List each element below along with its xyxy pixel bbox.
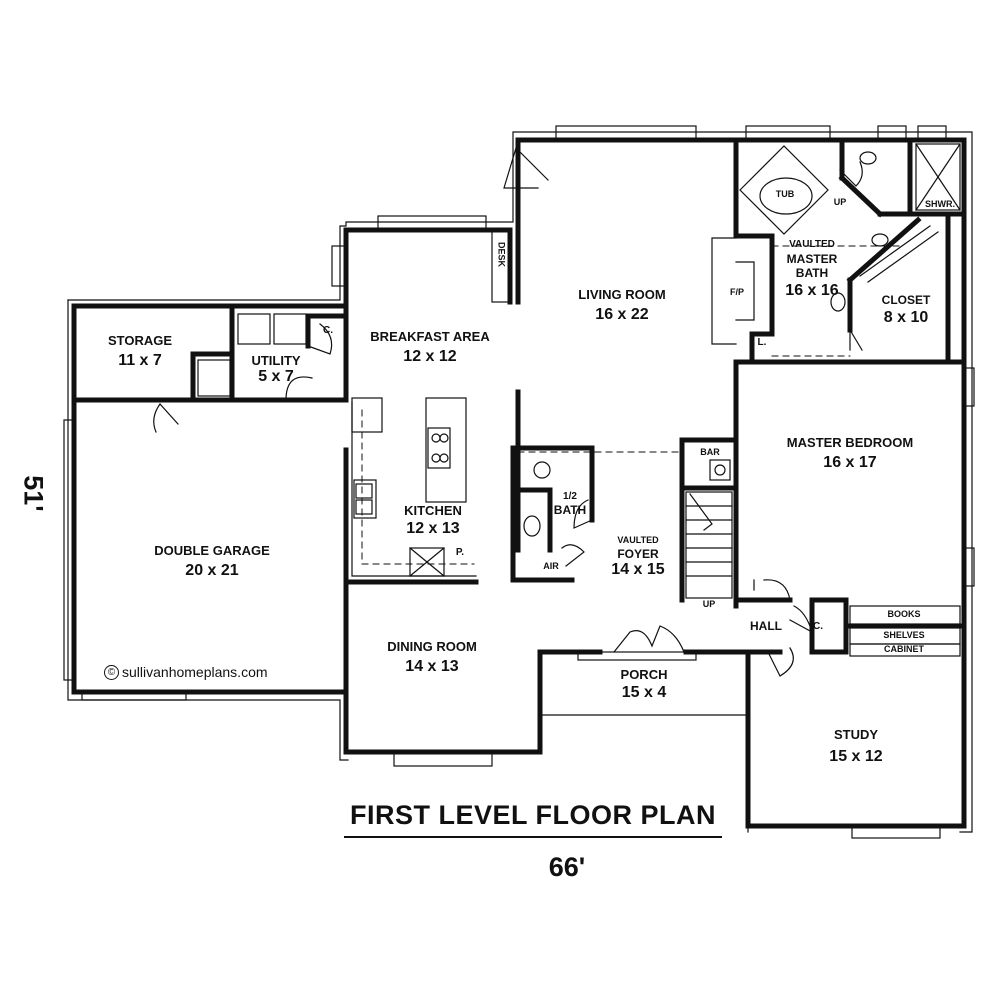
utility-dims: 5 x 7 [258, 368, 294, 385]
foyer-name: FOYER [617, 547, 659, 561]
storage-name: STORAGE [107, 333, 173, 348]
master-bath-label: VAULTED MASTER BATH 16 x 16 [785, 240, 838, 299]
study-name: STUDY [833, 727, 879, 742]
shelves-label: SHELVES [883, 630, 925, 640]
title-underline [344, 836, 722, 838]
hall-closet-label: C. [813, 621, 823, 632]
closet-label: CLOSET 8 x 10 [882, 294, 931, 326]
garage-label: DOUBLE GARAGE 20 x 21 [154, 544, 270, 579]
copyright-notice: © sullivanhomeplans.com [104, 664, 268, 680]
dining-room-dims: 14 x 13 [405, 658, 459, 675]
master-bedroom-dims: 16 x 17 [823, 454, 877, 471]
width-dimension: 66' [548, 852, 586, 882]
master-bath-note: VAULTED [789, 239, 835, 250]
storage-label: STORAGE 11 x 7 [108, 334, 172, 369]
porch-dims: 15 x 4 [621, 684, 667, 701]
closet-dims: 8 x 10 [883, 309, 929, 326]
kitchen-dims: 12 x 13 [406, 520, 460, 537]
desk-label: DESK [496, 241, 507, 268]
fireplace-label: F/P [729, 287, 745, 297]
master-bedroom-label: MASTER BEDROOM 16 x 17 [787, 436, 913, 471]
half-bath-label: 1/2 BATH [553, 491, 587, 517]
porch-label: PORCH 15 x 4 [621, 668, 668, 701]
porch-name: PORCH [620, 667, 668, 682]
books-label: BOOKS [887, 609, 921, 619]
bath-up-label: UP [833, 197, 847, 207]
depth-dimension: 51' [18, 475, 49, 512]
utility-name: UTILITY [251, 353, 301, 368]
hall-label: HALL [750, 619, 782, 633]
living-room-label: LIVING ROOM 16 x 22 [578, 288, 665, 323]
garage-name: DOUBLE GARAGE [154, 543, 270, 558]
foyer-note: VAULTED [617, 535, 659, 545]
utility-label: UTILITY 5 x 7 [251, 354, 300, 385]
fixtures [197, 143, 961, 657]
kitchen-label: KITCHEN 12 x 13 [404, 504, 462, 537]
air-label: AIR [543, 561, 559, 571]
master-bath-dims: 16 x 16 [785, 282, 839, 299]
master-bedroom-name: MASTER BEDROOM [786, 435, 914, 450]
foyer-label: VAULTED FOYER 14 x 15 [611, 536, 664, 578]
stairs-up-label: UP [702, 599, 716, 609]
dining-room-name: DINING ROOM [387, 639, 477, 654]
copyright-text: sullivanhomeplans.com [122, 664, 268, 680]
study-label: STUDY 15 x 12 [829, 728, 882, 765]
garage-dims: 20 x 21 [185, 562, 239, 579]
interior-walls [71, 137, 967, 695]
dining-room-label: DINING ROOM 14 x 13 [387, 640, 477, 675]
breakfast-label: BREAKFAST AREA 12 x 12 [370, 330, 489, 365]
pantry-label: P. [455, 547, 465, 558]
linen-label: L. [757, 337, 767, 348]
study-dims: 15 x 12 [829, 748, 883, 765]
living-room-dims: 16 x 22 [595, 306, 649, 323]
breakfast-dims: 12 x 12 [403, 348, 457, 365]
breakfast-name: BREAKFAST AREA [370, 329, 490, 344]
cabinet-label: CABINET [884, 644, 924, 654]
doors [153, 147, 863, 677]
kitchen-name: KITCHEN [404, 503, 462, 518]
plan-title: FIRST LEVEL FLOOR PLAN [349, 800, 716, 830]
storage-dims: 11 x 7 [118, 352, 162, 369]
utility-closet-label: C. [323, 325, 333, 336]
closet-name: CLOSET [881, 293, 931, 307]
shower-label: SHWR. [925, 199, 955, 209]
windows [63, 125, 975, 839]
half-bath-name-2: BATH [553, 503, 587, 517]
copyright-icon: © [104, 664, 119, 680]
living-room-name: LIVING ROOM [578, 287, 666, 302]
tub-label: TUB [775, 189, 795, 199]
half-bath-name-1: 1/2 [563, 491, 577, 502]
foyer-dims: 14 x 15 [611, 561, 665, 578]
bar-label: BAR [700, 447, 720, 457]
master-bath-name-2: BATH [795, 266, 829, 280]
vault-lines [361, 245, 901, 565]
master-bath-name-1: MASTER [786, 252, 838, 266]
